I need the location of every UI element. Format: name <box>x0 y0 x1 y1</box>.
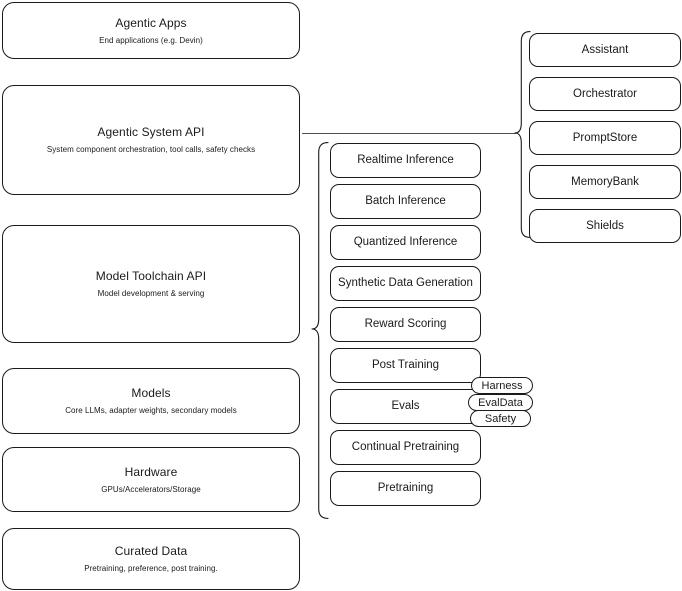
capability-pretraining[interactable]: Pretraining <box>330 471 481 506</box>
system-component-label: MemoryBank <box>571 175 639 188</box>
system-component-memorybank[interactable]: MemoryBank <box>529 165 681 199</box>
capability-label: Pretraining <box>377 482 434 495</box>
agentic-system-connector-line <box>302 133 516 135</box>
capability-label: Post Training <box>371 359 440 372</box>
layer-subtitle: Model development & serving <box>97 289 205 298</box>
capability-label: Quantized Inference <box>353 236 458 249</box>
capability-label: Synthetic Data Generation <box>338 277 473 290</box>
eval-badge-label: Harness <box>481 379 523 392</box>
layer-title: Hardware <box>124 464 178 479</box>
capability-post-training[interactable]: Post Training <box>330 348 481 383</box>
capability-batch-inference[interactable]: Batch Inference <box>330 184 481 219</box>
layer-subtitle: System component orchestration, tool cal… <box>46 145 256 154</box>
eval-badge-evaldata[interactable]: EvalData <box>468 394 533 411</box>
system-component-assistant[interactable]: Assistant <box>529 33 681 67</box>
system-component-shields[interactable]: Shields <box>529 209 681 243</box>
layer-model-toolchain-api[interactable]: Model Toolchain API Model development & s… <box>2 225 300 343</box>
eval-badge-safety[interactable]: Safety <box>470 410 531 427</box>
system-component-label: Orchestrator <box>573 87 637 100</box>
capability-synthetic-data-generation[interactable]: Synthetic Data Generation <box>330 266 481 301</box>
layer-subtitle: Pretraining, preference, post training. <box>84 564 218 573</box>
layer-title: Model Toolchain API <box>95 269 207 283</box>
capability-label: Continual Pretraining <box>351 441 460 454</box>
system-component-orchestrator[interactable]: Orchestrator <box>529 77 681 111</box>
capability-quantized-inference[interactable]: Quantized Inference <box>330 225 481 260</box>
system-components-brace-icon <box>514 31 531 238</box>
capability-label: Batch Inference <box>365 195 446 208</box>
capability-reward-scoring[interactable]: Reward Scoring <box>330 307 481 342</box>
capability-label: Evals <box>391 400 420 413</box>
layer-title: Curated Data <box>114 544 188 558</box>
layer-title: Models <box>131 386 171 400</box>
capability-realtime-inference[interactable]: Realtime Inference <box>330 143 481 178</box>
system-component-promptstore[interactable]: PromptStore <box>529 121 681 155</box>
system-component-label: PromptStore <box>572 131 638 144</box>
layer-subtitle: End applications (e.g. Devin) <box>99 35 203 45</box>
eval-badge-harness[interactable]: Harness <box>471 377 533 394</box>
toolchain-brace-icon <box>311 142 329 519</box>
capability-evals[interactable]: Evals <box>330 389 481 424</box>
layer-subtitle: GPUs/Accelerators/Storage <box>101 484 201 494</box>
eval-badge-label: Safety <box>484 412 517 425</box>
capability-label: Reward Scoring <box>364 318 447 331</box>
layer-agentic-system-api[interactable]: Agentic System API System component orche… <box>2 85 300 195</box>
eval-badge-label: EvalData <box>478 396 523 409</box>
system-component-label: Shields <box>586 219 624 232</box>
layer-title: Agentic Apps <box>115 15 187 30</box>
capability-label: Realtime Inference <box>357 154 454 167</box>
capability-continual-pretraining[interactable]: Continual Pretraining <box>330 430 481 465</box>
system-component-label: Assistant <box>581 43 629 56</box>
layer-title: Agentic System API <box>97 125 205 139</box>
layer-subtitle: Core LLMs, adapter weights, secondary mo… <box>65 406 237 415</box>
